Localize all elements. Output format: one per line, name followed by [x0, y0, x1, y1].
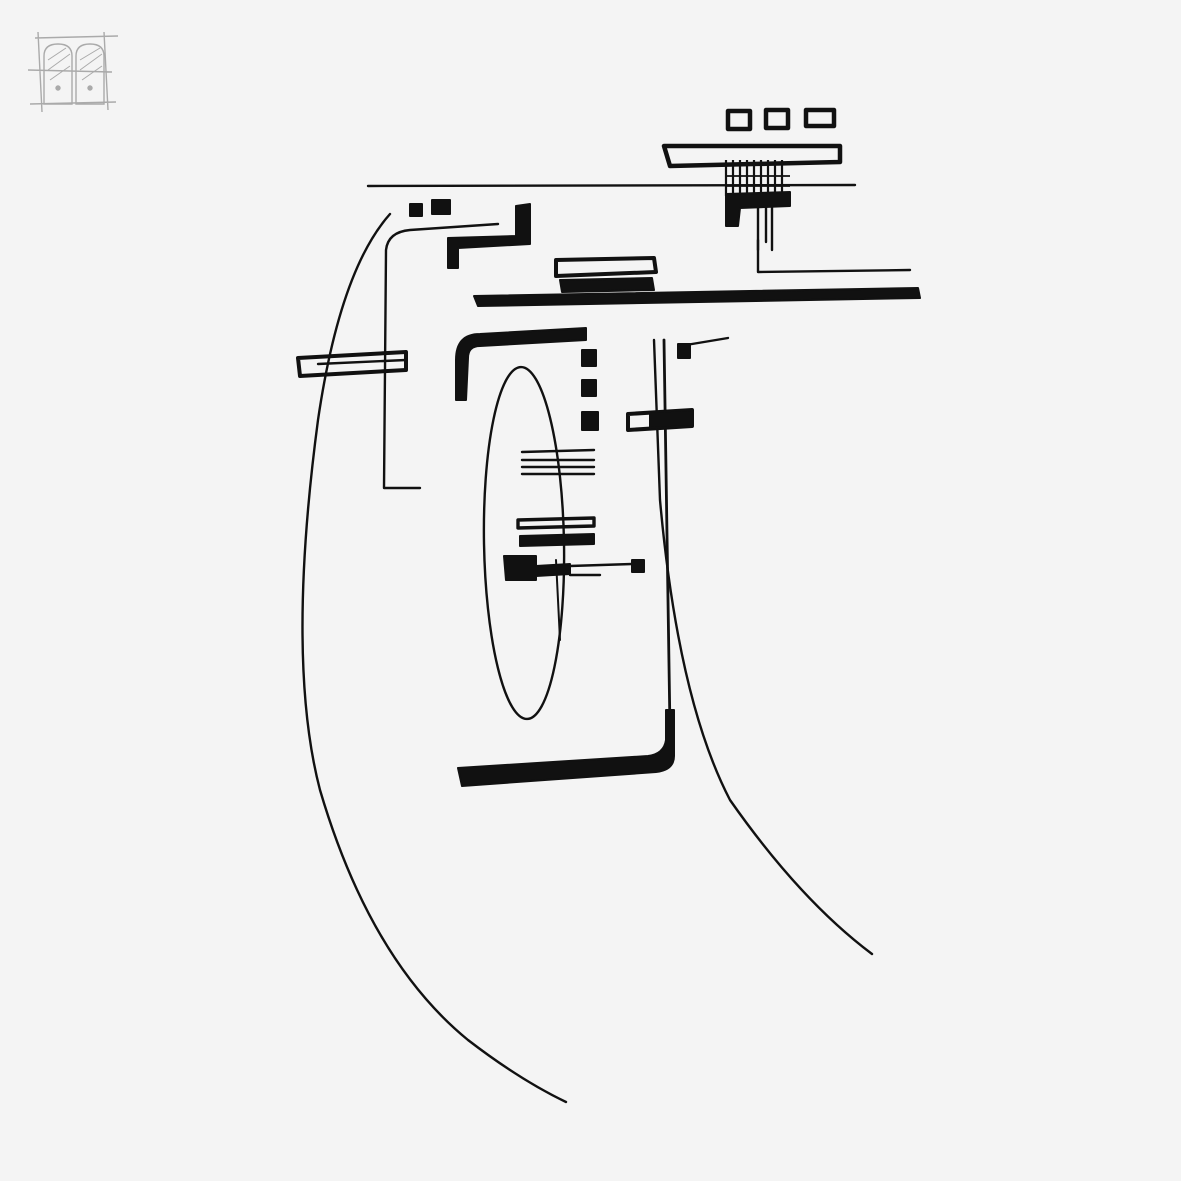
left-outlined-bar — [296, 350, 408, 378]
thin-ink-lines — [301, 183, 912, 1104]
outer-left-curve — [301, 212, 568, 1104]
double-arch-window-icon — [27, 31, 119, 113]
top-square-2 — [763, 107, 791, 131]
main-beam — [473, 287, 921, 307]
stacked-bars — [554, 256, 658, 278]
top-square-3 — [803, 107, 837, 129]
inner-left-bracket — [382, 222, 500, 490]
inner-right-vertical — [662, 338, 672, 732]
heavy-ink-shapes — [296, 107, 921, 787]
comb-grid — [724, 160, 784, 196]
black-block — [503, 555, 571, 581]
bottom-heavy-bracket — [457, 709, 675, 787]
upper-center-bracket — [455, 327, 587, 401]
top-square-1 — [725, 108, 753, 132]
right-long-curve — [652, 338, 874, 956]
top-long-bar — [661, 143, 843, 169]
